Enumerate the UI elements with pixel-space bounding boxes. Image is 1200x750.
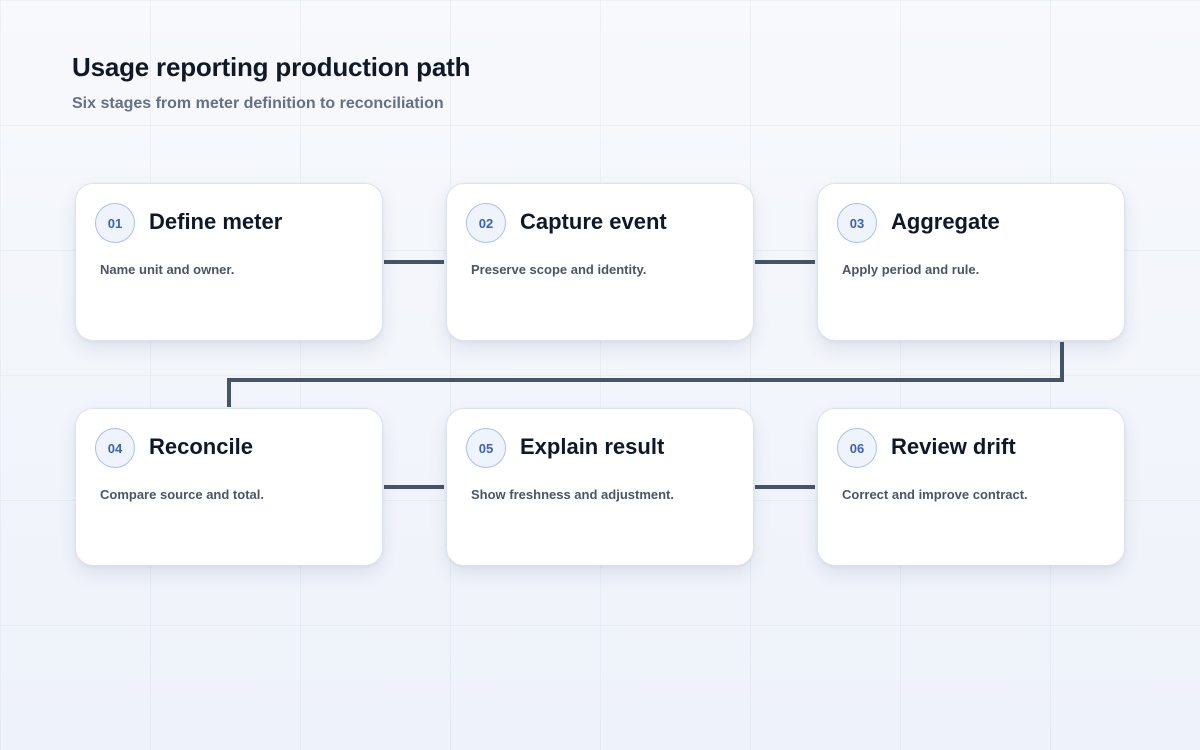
stage-description: Compare source and total. — [100, 487, 264, 502]
stage-title: Capture event — [520, 209, 667, 234]
stage-card-03: 03 Aggregate Apply period and rule. — [817, 183, 1125, 341]
stage-card-06: 06 Review drift Correct and improve cont… — [817, 408, 1125, 566]
page-title: Usage reporting production path — [72, 52, 471, 82]
stage-title: Review drift — [891, 434, 1016, 459]
stage-number-badge: 05 — [466, 428, 506, 468]
stage-number-badge: 01 — [95, 203, 135, 243]
stage-number-badge: 04 — [95, 428, 135, 468]
stage-card-01: 01 Define meter Name unit and owner. — [75, 183, 383, 341]
stage-card-02: 02 Capture event Preserve scope and iden… — [446, 183, 754, 341]
stage-description: Preserve scope and identity. — [471, 262, 647, 277]
stage-title: Aggregate — [891, 209, 1000, 234]
stage-description: Show freshness and adjustment. — [471, 487, 674, 502]
page-subtitle: Six stages from meter definition to reco… — [72, 95, 444, 112]
stage-title: Reconcile — [149, 434, 253, 459]
stage-title: Explain result — [520, 434, 665, 459]
stage-description: Name unit and owner. — [100, 262, 235, 277]
stage-number-badge: 06 — [837, 428, 877, 468]
stage-description: Apply period and rule. — [842, 262, 980, 277]
stage-number-badge: 03 — [837, 203, 877, 243]
stage-title: Define meter — [149, 209, 283, 234]
stage-description: Correct and improve contract. — [842, 487, 1028, 502]
connector-03-04 — [227, 342, 1064, 407]
stage-card-04: 04 Reconcile Compare source and total. — [75, 408, 383, 566]
stage-card-05: 05 Explain result Show freshness and adj… — [446, 408, 754, 566]
stage-number-badge: 02 — [466, 203, 506, 243]
